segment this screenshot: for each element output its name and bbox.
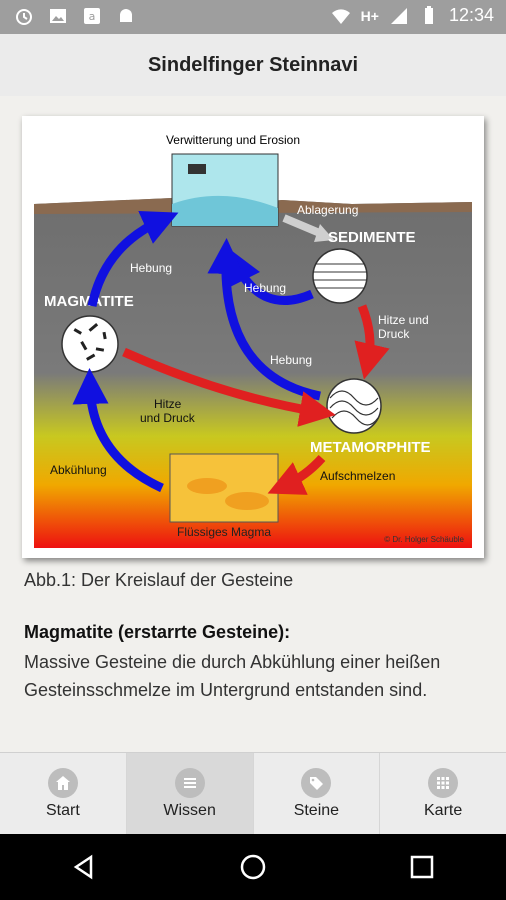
wifi-icon bbox=[331, 8, 350, 24]
label-verwitterung: Verwitterung und Erosion bbox=[166, 133, 300, 147]
arrow-hitze-druck-1 bbox=[354, 304, 390, 380]
page-title: Sindelfinger Steinnavi bbox=[147, 53, 359, 76]
label-hitze-druck-1b: Druck bbox=[378, 327, 410, 341]
arrow-aufschmelzen bbox=[267, 454, 326, 495]
status-time: 12:34 bbox=[448, 5, 494, 25]
magmatite-rock bbox=[61, 315, 119, 373]
label-aufschmelzen: Aufschmelzen bbox=[320, 469, 395, 483]
label-hebung-1: Hebung bbox=[130, 261, 172, 275]
amazon-icon: a bbox=[84, 8, 100, 24]
content-area[interactable]: Verwitterung und Erosion Ablagerung SEDI… bbox=[0, 96, 506, 752]
nav-label-wissen: Wissen bbox=[163, 802, 216, 819]
battery-icon bbox=[424, 5, 433, 24]
nav-steine[interactable]: Steine bbox=[254, 753, 381, 835]
svg-text:a: a bbox=[89, 10, 96, 23]
tag-icon bbox=[301, 768, 332, 798]
figure-caption: Abb.1: Der Kreislauf der Gesteine bbox=[24, 570, 294, 590]
grid-icon bbox=[428, 768, 459, 798]
list-icon bbox=[174, 768, 205, 798]
section-title: Magmatite (erstarrte Gesteine): bbox=[24, 622, 291, 642]
label-hitze-druck-2a: Hitze bbox=[154, 397, 182, 411]
arrow-hebung-left bbox=[87, 210, 179, 307]
nav-label-start: Start bbox=[45, 802, 80, 819]
alarm-icon bbox=[16, 9, 32, 25]
app-bar: Sindelfinger Steinnavi bbox=[0, 34, 506, 97]
nav-wissen[interactable]: Wissen bbox=[126, 753, 254, 835]
rock-cycle-figure: Verwitterung und Erosion Ablagerung SEDI… bbox=[22, 116, 484, 558]
status-bar: a H+ 12:34 bbox=[0, 0, 506, 34]
nav-label-karte: Karte bbox=[424, 802, 463, 819]
nav-label-steine: Steine bbox=[293, 802, 340, 819]
label-ablagerung: Ablagerung bbox=[297, 203, 358, 217]
rock-cycle-diagram: Verwitterung und Erosion Ablagerung SEDI… bbox=[22, 116, 484, 558]
arrow-abkuehlung bbox=[72, 368, 164, 493]
label-copyright: © Dr. Holger Schäuble bbox=[384, 535, 464, 544]
label-sedimente: SEDIMENTE bbox=[328, 229, 416, 246]
signal-icon bbox=[390, 7, 407, 24]
image-icon bbox=[50, 9, 66, 23]
sediment-rock bbox=[312, 248, 368, 304]
android-icon bbox=[120, 9, 132, 22]
arrow-hitze-druck-2 bbox=[122, 347, 336, 427]
bottom-navigation: Start Wissen Steine Karte bbox=[0, 752, 506, 835]
nav-karte[interactable]: Karte bbox=[380, 753, 506, 835]
arrow-hebung-lower bbox=[207, 238, 321, 401]
label-metamorphite: METAMORPHITE bbox=[310, 439, 431, 456]
label-hitze-druck-1a: Hitze und bbox=[378, 313, 429, 327]
nav-start[interactable]: Start bbox=[0, 753, 127, 835]
label-hitze-druck-2b: und Druck bbox=[140, 411, 196, 425]
metamorphite-rock bbox=[326, 378, 382, 434]
back-icon[interactable] bbox=[69, 852, 99, 882]
label-abkuehlung: Abkühlung bbox=[50, 463, 107, 477]
arrow-ablagerung bbox=[282, 214, 324, 238]
home-icon bbox=[47, 768, 78, 798]
label-magma: Flüssiges Magma bbox=[177, 525, 271, 539]
label-hebung-3: Hebung bbox=[270, 353, 312, 367]
home-button-icon[interactable] bbox=[238, 852, 268, 882]
label-hebung-2: Hebung bbox=[244, 281, 286, 295]
system-navigation bbox=[0, 834, 506, 900]
recents-icon[interactable] bbox=[407, 852, 437, 882]
section-body: Massive Gesteine die durch Abkühlung ein… bbox=[24, 652, 441, 700]
network-type: H+ bbox=[360, 7, 379, 24]
